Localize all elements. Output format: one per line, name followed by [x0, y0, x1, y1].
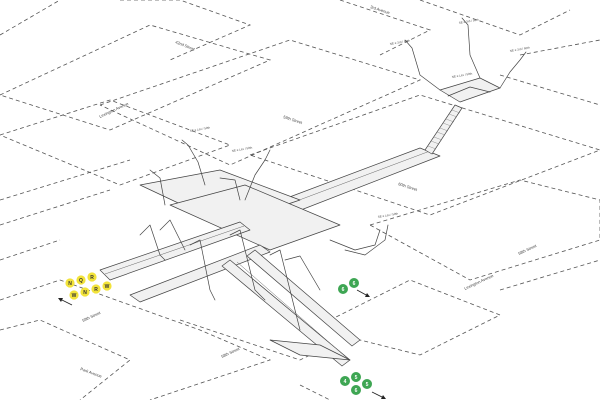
yellow-direction-arrow: [58, 298, 73, 306]
route-bullet-green-4: 4: [340, 376, 350, 386]
exit-label-4: SE e Lex / 59th: [189, 125, 210, 133]
svg-text:6: 6: [342, 287, 345, 293]
svg-text:4: 4: [344, 379, 347, 385]
stair-up-far-right: [344, 224, 389, 256]
platform-green-rail: [236, 261, 348, 359]
stair-up-right: [329, 229, 381, 251]
stair-tower-3: [189, 239, 216, 301]
block-lower-left: [0, 279, 272, 400]
upper-mezzanine: [439, 77, 501, 103]
route-bullet-green-6-right: 6: [338, 284, 348, 294]
route-bullet-yellow-7: W: [102, 281, 112, 291]
stair-tower-5: [269, 249, 301, 331]
block-left-mid2: [0, 189, 111, 226]
block-left-upper: [0, 99, 232, 186]
block-bottom: [299, 384, 331, 400]
block-center-right: [249, 94, 600, 216]
route-bullet-green-6-bottom: 6: [351, 385, 361, 395]
bottom-passage: [269, 339, 351, 361]
street-label-lexington-right: Lexington Avenue: [463, 273, 495, 291]
stair-up-left: [181, 139, 206, 186]
escalator-hatch: [427, 109, 461, 150]
street-label-58th-right: 58th Street: [517, 243, 538, 256]
stair-tower-7: [149, 169, 166, 206]
stair-up-center: [244, 149, 271, 201]
platform-green-line-b: [246, 249, 361, 347]
svg-text:R: R: [94, 287, 98, 293]
block-far-right2: [499, 74, 600, 106]
svg-text:5: 5: [366, 382, 369, 388]
exit-label-1: SE e 3rd / 59th: [458, 18, 479, 25]
svg-text:Q: Q: [79, 278, 83, 284]
platform-lower: [129, 244, 271, 303]
yellow-route-bullets: N Q R W N R W: [58, 272, 112, 306]
upper-mezz-stair-1: [404, 39, 441, 91]
block-right-lower2: [499, 259, 600, 291]
street-label-60th: 60th Street: [398, 181, 419, 192]
street-label-park-avenue: Park Avenue: [80, 366, 104, 379]
route-bullet-yellow-4: W: [69, 290, 79, 300]
block-lower-left2: [0, 319, 131, 400]
upper-mezz-stair-2: [461, 17, 481, 79]
route-bullet-yellow-2: Q: [76, 275, 86, 285]
street-label-42nd: 42nd Street: [175, 39, 197, 52]
route-bullet-yellow-5: N: [80, 287, 90, 297]
svg-text:5: 5: [355, 375, 358, 381]
station-structure: [99, 17, 527, 367]
block-center-top: [99, 39, 422, 166]
block-top-left: [0, 0, 61, 36]
green-route-bullets-right: 6 6: [338, 278, 370, 297]
platform-yellow-line: [99, 221, 251, 281]
block-upper-left: [0, 24, 272, 131]
route-bullet-green-5b: 5: [362, 379, 372, 389]
stair-tower-1: [139, 224, 166, 261]
block-top-center: [120, 0, 252, 61]
street-label-59th-left: 59th Street: [81, 310, 102, 323]
street-label-59th-upper: 59th Street: [283, 114, 304, 125]
street-label-3rd-avenue: 3rd Avenue: [370, 4, 391, 15]
green-bottom-direction-arrow: [371, 391, 386, 399]
exit-label-3: NE e Lex / 59th: [451, 71, 472, 79]
block-right-lower: [369, 179, 600, 281]
stair-tower-4: [229, 229, 266, 301]
block-top-right: [339, 0, 432, 56]
block-left-mid: [0, 159, 131, 201]
svg-text:N: N: [68, 281, 72, 287]
svg-text:6: 6: [355, 388, 358, 394]
svg-text:R: R: [90, 275, 94, 281]
route-bullet-yellow-3: R: [87, 272, 97, 282]
svg-text:6: 6: [353, 281, 356, 287]
route-bullet-green-5: 5: [351, 372, 361, 382]
svg-text:N: N: [83, 290, 87, 296]
stair-tower-8: [219, 177, 241, 201]
exit-label-5: NE e Lex / 59th: [231, 145, 252, 153]
green-right-direction-arrow: [356, 289, 370, 297]
svg-text:W: W: [72, 293, 77, 299]
route-bullet-yellow-1: N: [65, 278, 75, 288]
exit-label-7: NE e 3rd / 60th: [389, 38, 410, 46]
exit-label-6: SE e Lex / 59th: [377, 211, 398, 219]
block-lower-right: [329, 279, 501, 356]
upper-mezz-stair-3: [499, 51, 527, 89]
block-far-right: [519, 39, 600, 56]
exit-labels: SE e 3rd / 59th NE e 3rd / 60th NE e Lex…: [189, 18, 530, 219]
green-route-bullets-bottom: 4 5 6 5: [340, 372, 386, 399]
stair-tower-6: [284, 255, 321, 291]
street-label-58th-bottom: 58th Street: [220, 346, 241, 359]
exit-label-2: NE e 3rd / 60th: [509, 45, 530, 53]
block-far-top-right: [419, 0, 571, 36]
route-bullet-yellow-6: R: [91, 284, 101, 294]
block-left-edge: [0, 239, 61, 261]
street-label-lexington-upper: Lexington Avenue: [98, 101, 130, 119]
stair-tower-2: [159, 219, 186, 251]
upper-mezz-rail: [447, 86, 491, 97]
svg-text:W: W: [105, 284, 110, 290]
route-bullet-green-6b-right: 6: [349, 278, 359, 288]
platform-yellow-rail: [104, 225, 245, 275]
